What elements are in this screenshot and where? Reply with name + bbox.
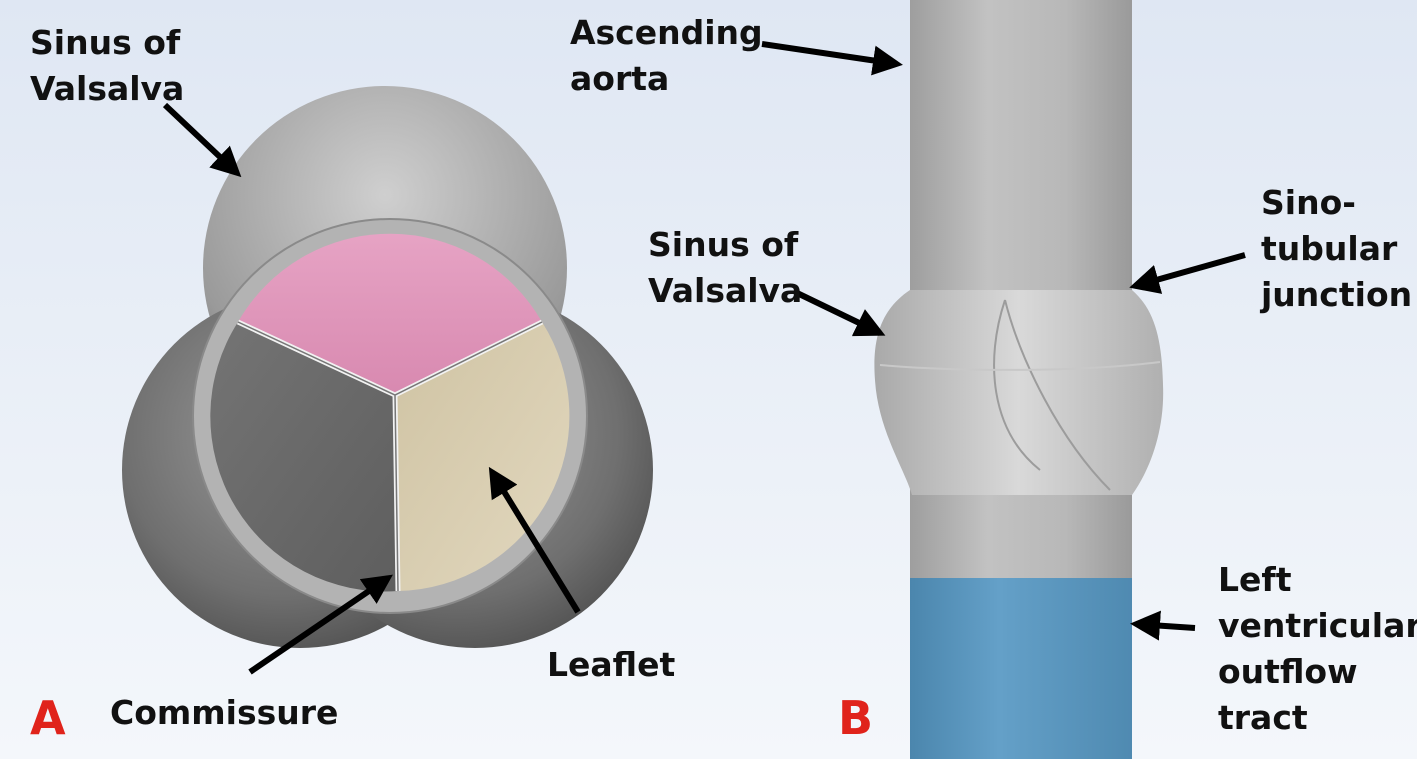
panel-letter-b: B bbox=[838, 691, 874, 745]
label-sinus-a: Sinus of Valsalva bbox=[30, 20, 184, 112]
label-sinotubular-junction: Sino- tubular junction bbox=[1261, 180, 1412, 318]
label-leaflet: Leaflet bbox=[547, 645, 676, 684]
annotation-arrows bbox=[162, 41, 1246, 675]
arrow-lvot bbox=[1130, 610, 1196, 641]
arrow-sinus-a bbox=[162, 102, 242, 178]
label-lvot: Left ventricular outflow tract bbox=[1218, 557, 1417, 741]
label-sinus-b-line2: Valsalva bbox=[648, 271, 803, 310]
label-sinus-a-line2: Valsalva bbox=[30, 69, 185, 108]
label-commissure: Commissure bbox=[110, 693, 339, 732]
aortic-root-side-view bbox=[874, 0, 1164, 759]
label-lvot-line3: outflow bbox=[1218, 652, 1358, 691]
arrow-ascending-aorta bbox=[761, 41, 903, 76]
lvot-segment bbox=[910, 578, 1132, 759]
panel-letter-a: A bbox=[30, 691, 66, 745]
label-ascending-line1: Ascending bbox=[570, 13, 763, 52]
label-ascending-line2: aorta bbox=[570, 59, 670, 98]
label-sinus-b: Sinus of Valsalva bbox=[648, 222, 802, 314]
label-sinus-a-line1: Sinus of bbox=[30, 23, 181, 62]
label-sinus-b-line1: Sinus of bbox=[648, 225, 799, 264]
label-lvot-line2: ventricular bbox=[1218, 606, 1417, 645]
leaflet-gray bbox=[210, 322, 398, 592]
label-stj-line1: Sino- bbox=[1261, 183, 1356, 222]
sinus-bulge-region bbox=[874, 290, 1164, 495]
arrow-commissure bbox=[248, 574, 393, 675]
arrow-sinotubular-junction bbox=[1129, 252, 1246, 294]
label-lvot-line4: tract bbox=[1218, 698, 1308, 737]
arrow-leaflet bbox=[488, 466, 581, 614]
label-ascending-aorta: Ascending aorta bbox=[570, 10, 763, 102]
label-lvot-line1: Left bbox=[1218, 560, 1292, 599]
valve-top-view bbox=[122, 86, 653, 648]
label-stj-line2: tubular bbox=[1261, 229, 1398, 268]
label-stj-line3: junction bbox=[1261, 275, 1413, 314]
arrow-sinus-b bbox=[793, 289, 886, 337]
